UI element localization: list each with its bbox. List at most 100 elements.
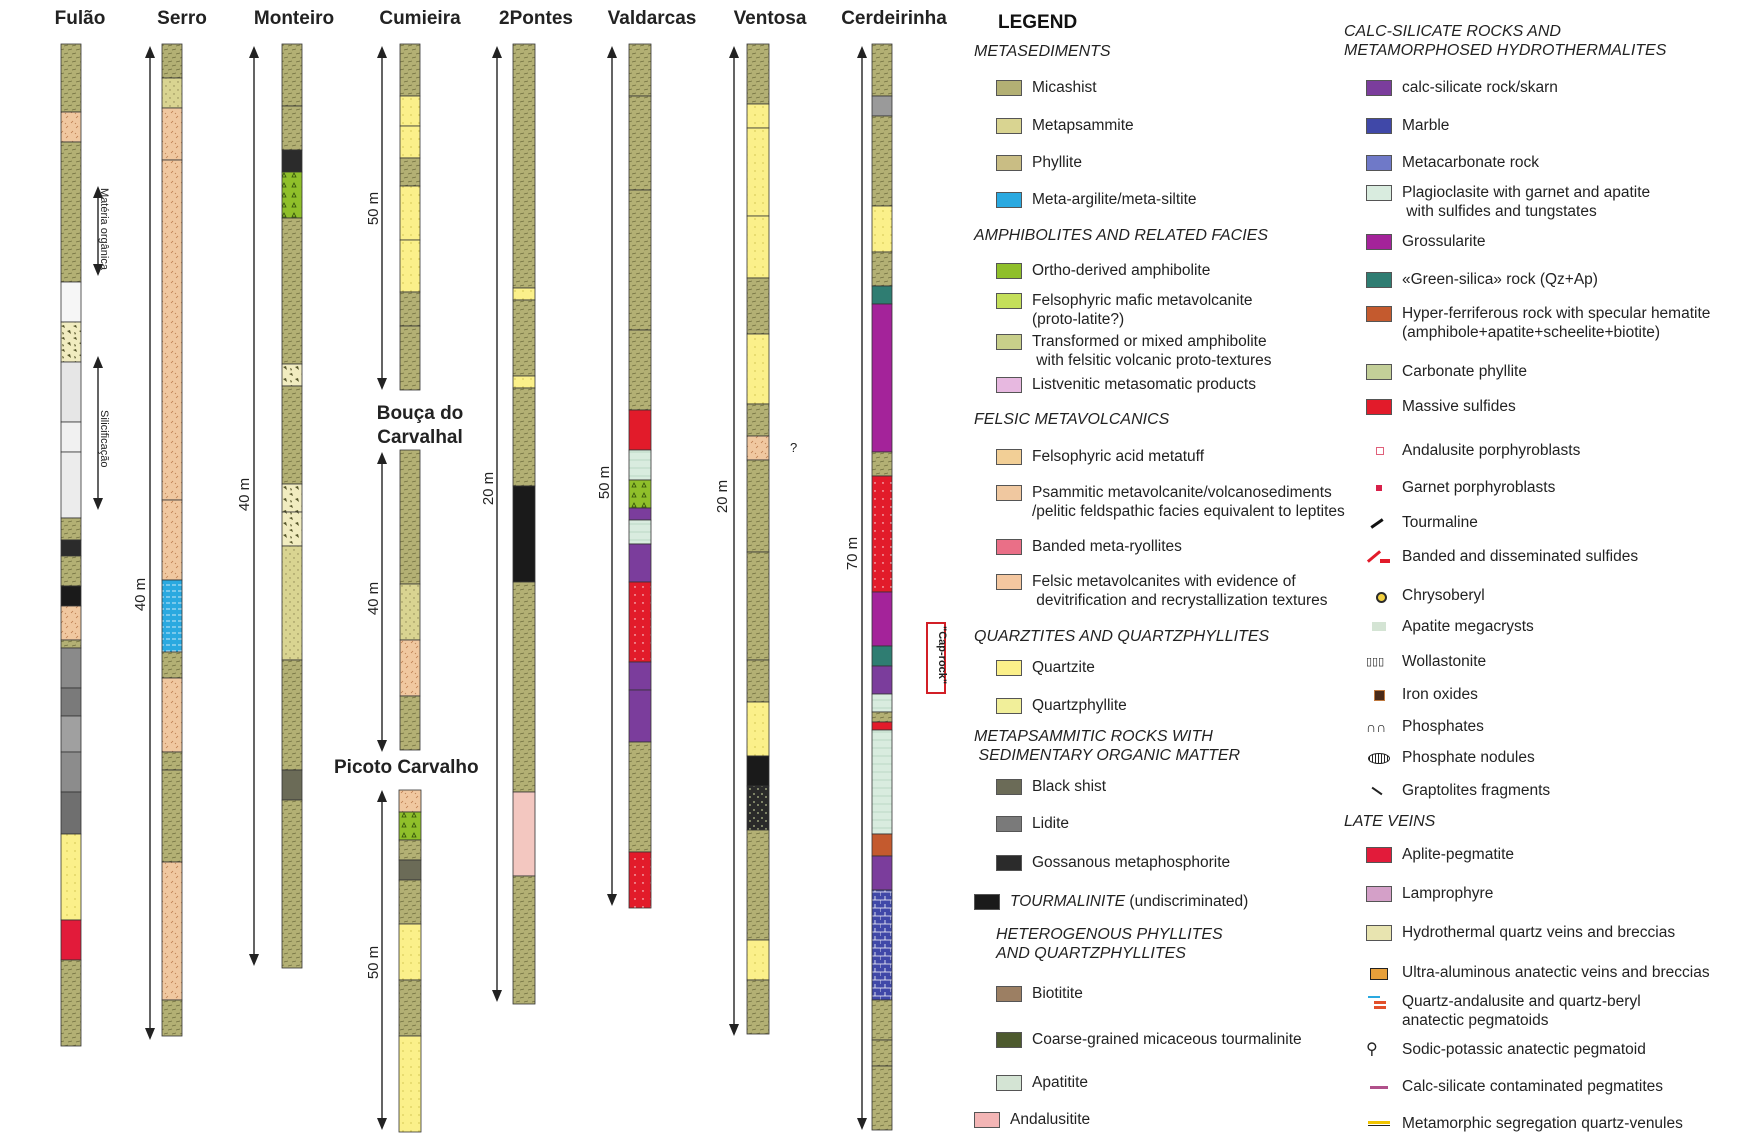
fulao-silic-arrow-top-head — [93, 356, 103, 368]
fulao-layer-19 — [61, 792, 81, 834]
cerdeirinha-layer-8 — [872, 452, 892, 476]
valdarcas-layer-10 — [629, 544, 651, 582]
monteiro-layer-5 — [282, 218, 302, 364]
cerdeirinha-layer-10 — [872, 592, 892, 646]
monteiro-layer-7 — [282, 386, 302, 484]
fulao-layer-16 — [61, 688, 81, 716]
valdarcas-layer-14 — [629, 742, 651, 852]
picoto-layer-7 — [399, 980, 421, 1036]
valdarcas-scale-arrow-top-head — [607, 46, 617, 58]
valdarcas-layer-13 — [629, 690, 651, 742]
2pontes-layer-2 — [513, 288, 535, 300]
valdarcas-layer-12 — [629, 662, 651, 690]
fulao-layer-5 — [61, 322, 81, 362]
serro-layer-4 — [162, 160, 182, 500]
fulao-layer-3 — [61, 142, 81, 282]
valdarcas-layer-7 — [629, 480, 651, 508]
ventosa-layer-3 — [747, 128, 769, 216]
cerdeirinha-layer-22 — [872, 1066, 892, 1130]
fulao-layer-1 — [61, 44, 81, 112]
picoto-layer-3 — [399, 840, 421, 860]
ventosa-layer-1 — [747, 44, 769, 104]
monteiro-layer-11 — [282, 660, 302, 770]
cerdeirinha-layer-21 — [872, 1040, 892, 1066]
valdarcas-layer-5 — [629, 410, 651, 450]
valdarcas-layer-6 — [629, 450, 651, 480]
ventosa-layer-15 — [747, 830, 769, 940]
valdarcas-scale-arrow-bottom-head — [607, 894, 617, 906]
bouca-scale-arrow-top-head — [377, 452, 387, 464]
cerdeirinha-layer-18 — [872, 856, 892, 890]
fulao-layer-13 — [61, 606, 81, 640]
ventosa-layer-16 — [747, 940, 769, 980]
cerdeirinha-layer-7 — [872, 304, 892, 452]
fulao-layer-20 — [61, 834, 81, 920]
bouca-layer-2 — [400, 584, 420, 640]
ventosa-scale-arrow-top-head — [729, 46, 739, 58]
valdarcas-layer-15 — [629, 852, 651, 908]
cerdeirinha-layer-2 — [872, 96, 892, 116]
monteiro-layer-2 — [282, 106, 302, 150]
serro-layer-11 — [162, 862, 182, 1000]
fulao-layer-14 — [61, 640, 81, 648]
fulao-organic-arrow-bottom-head — [93, 264, 103, 276]
valdarcas-layer-8 — [629, 508, 651, 520]
2pontes-scale-arrow-top-head — [492, 46, 502, 58]
ventosa-layer-4 — [747, 216, 769, 278]
monteiro-layer-8 — [282, 484, 302, 512]
ventosa-scale-arrow-bottom-head — [729, 1024, 739, 1036]
picoto-layer-6 — [399, 924, 421, 980]
cumieira-layer-7 — [400, 292, 420, 326]
fulao-layer-17 — [61, 716, 81, 752]
fulao-organic-arrow-top-head — [93, 186, 103, 198]
serro-layer-1 — [162, 44, 182, 78]
2pontes-layer-4 — [513, 376, 535, 388]
fulao-layer-2 — [61, 112, 81, 142]
monteiro-layer-4 — [282, 172, 302, 218]
cumieira-layer-6 — [400, 240, 420, 292]
cerdeirinha-layer-17 — [872, 834, 892, 856]
cumieira-layer-2 — [400, 96, 420, 126]
cerdeirinha-layer-4 — [872, 206, 892, 252]
cumieira-layer-8 — [400, 326, 420, 390]
cumieira-scale-arrow-bottom-head — [377, 378, 387, 390]
bouca-layer-1 — [400, 450, 420, 584]
cumieira-layer-3 — [400, 126, 420, 158]
cerdeirinha-layer-14 — [872, 712, 892, 722]
monteiro-scale-arrow-bottom-head — [249, 954, 259, 966]
serro-layer-8 — [162, 678, 182, 752]
fulao-layer-12 — [61, 586, 81, 606]
cerdeirinha-layer-16 — [872, 730, 892, 834]
fulao-layer-15 — [61, 648, 81, 688]
valdarcas-layer-3 — [629, 190, 651, 330]
picoto-layer-2 — [399, 812, 421, 840]
bouca-layer-3 — [400, 640, 420, 696]
ventosa-layer-17 — [747, 980, 769, 1034]
cumieira-layer-4 — [400, 158, 420, 186]
picoto-layer-1 — [399, 790, 421, 812]
fulao-layer-8 — [61, 452, 81, 518]
serro-layer-10 — [162, 770, 182, 862]
ventosa-layer-7 — [747, 404, 769, 436]
ventosa-layer-14 — [747, 786, 769, 830]
monteiro-layer-9 — [282, 512, 302, 546]
fulao-layer-11 — [61, 556, 81, 586]
2pontes-layer-9 — [513, 876, 535, 1004]
2pontes-scale-arrow-bottom-head — [492, 990, 502, 1002]
cerdeirinha-layer-9 — [872, 476, 892, 592]
cerdeirinha-layer-3 — [872, 116, 892, 206]
2pontes-layer-1 — [513, 44, 535, 288]
monteiro-layer-3 — [282, 150, 302, 172]
monteiro-layer-1 — [282, 44, 302, 106]
picoto-layer-4 — [399, 860, 421, 880]
ventosa-layer-2 — [747, 104, 769, 128]
serro-layer-7 — [162, 652, 182, 678]
cerdeirinha-layer-12 — [872, 666, 892, 694]
fulao-layer-21 — [61, 920, 81, 960]
2pontes-layer-8 — [513, 792, 535, 876]
ventosa-layer-9 — [747, 460, 769, 552]
cerdeirinha-layer-19 — [872, 890, 892, 1000]
cumieira-layer-1 — [400, 44, 420, 96]
cerdeirinha-layer-11 — [872, 646, 892, 666]
